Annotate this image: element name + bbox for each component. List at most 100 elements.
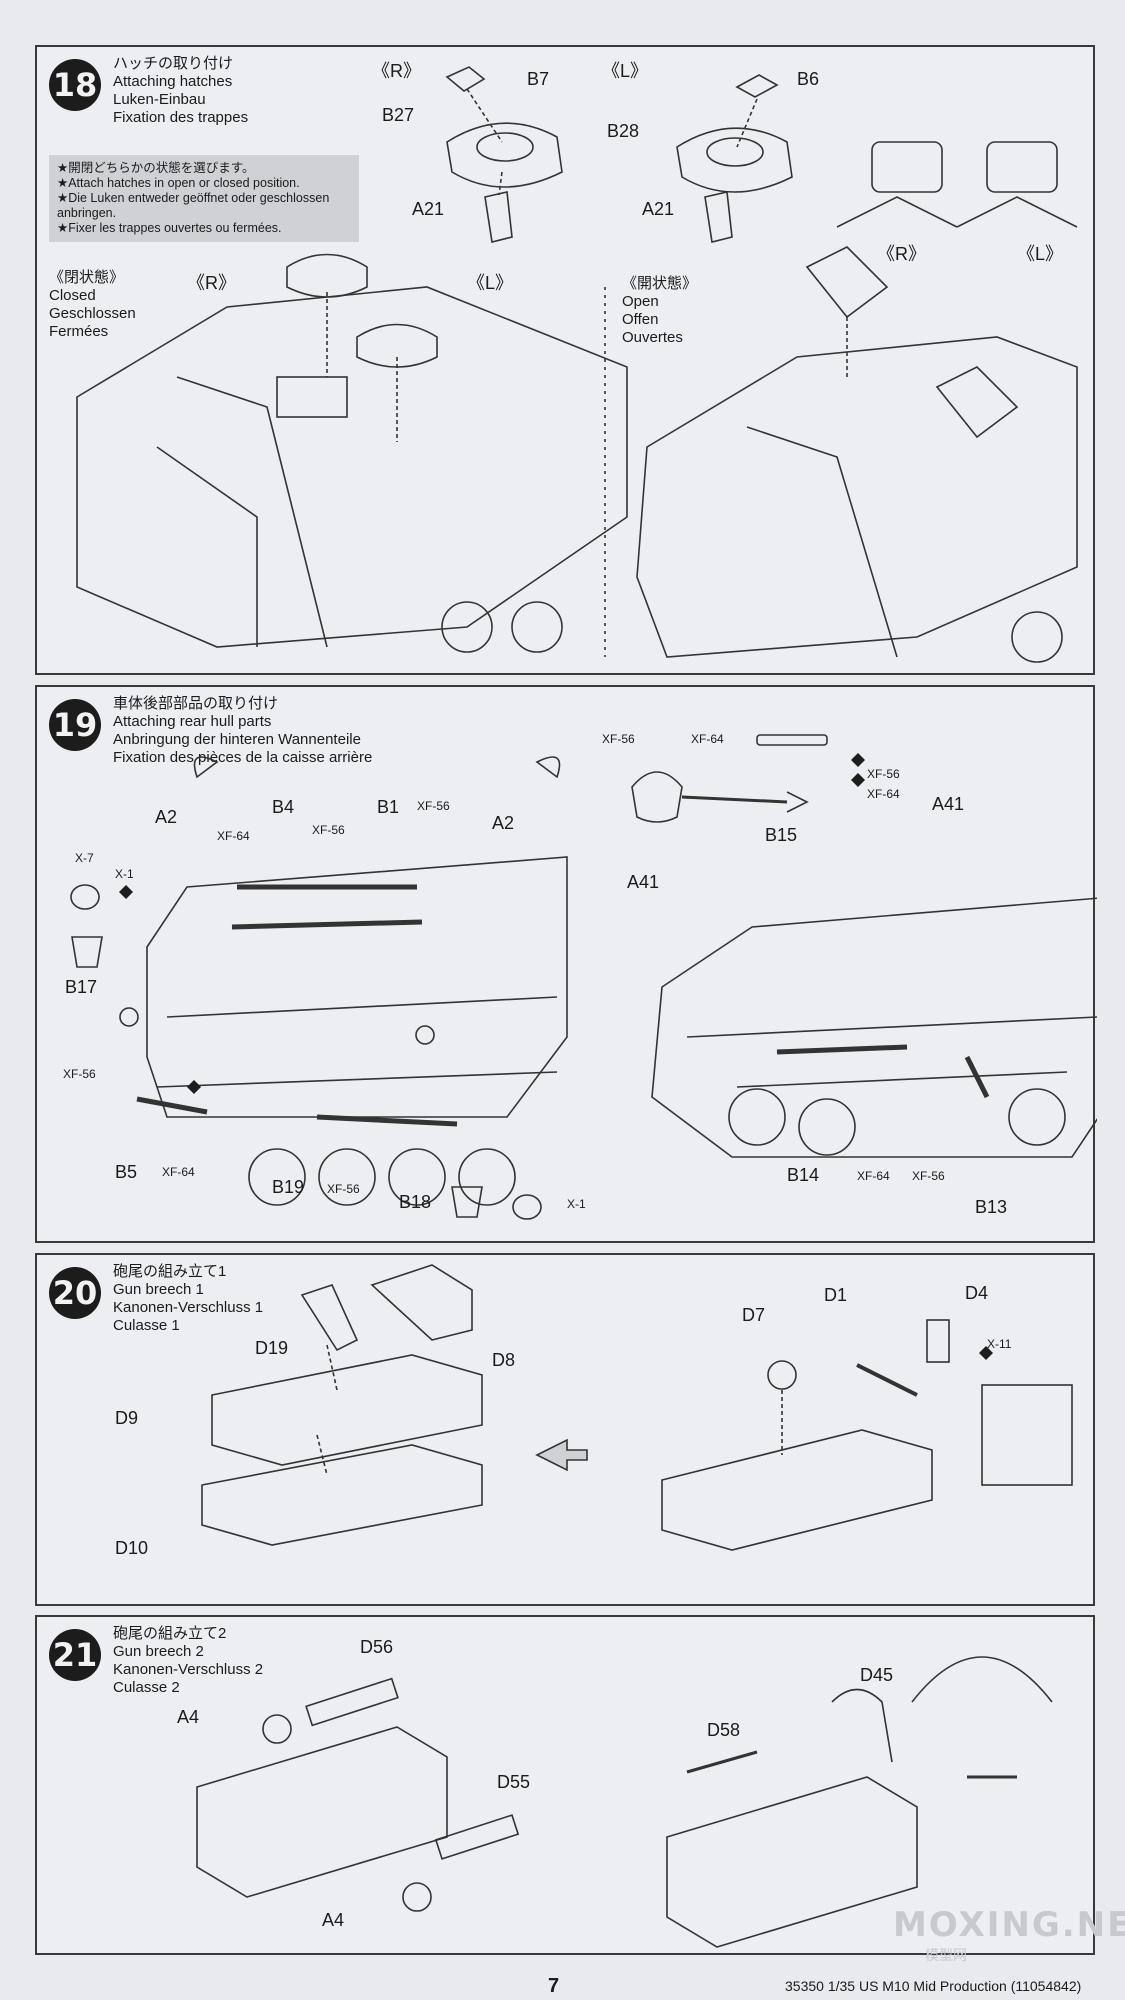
part-shovel-shape bbox=[631, 771, 683, 823]
paint-xf64-b: XF-64 bbox=[162, 1165, 195, 1179]
step-titles: 車体後部部品の取り付け Attaching rear hull parts An… bbox=[113, 695, 372, 767]
part-d9-shape bbox=[211, 1354, 483, 1466]
title-jp: ハッチの取り付け bbox=[113, 55, 234, 72]
label-b14: B14 bbox=[787, 1165, 820, 1185]
part-b19-rod bbox=[316, 1114, 458, 1127]
note-fr: ★Fixer les trappes ouvertes ou fermées. bbox=[57, 221, 282, 235]
title-jp: 砲尾の組み立て1 bbox=[113, 1263, 227, 1280]
label-b4: B4 bbox=[272, 797, 295, 817]
paint-x1-a: X-1 bbox=[115, 867, 134, 881]
part-d56-shape bbox=[305, 1677, 399, 1727]
step-number: 21 bbox=[49, 1629, 101, 1681]
page-number: 7 bbox=[548, 1975, 560, 1997]
part-d10-shape bbox=[201, 1444, 483, 1546]
label-l-open: 《L》 bbox=[1017, 244, 1064, 264]
part-b7-shape bbox=[445, 66, 486, 92]
step-18-illustration bbox=[76, 66, 1078, 663]
label-a4-top: A4 bbox=[177, 1707, 200, 1727]
part-b14-rod bbox=[776, 1044, 908, 1055]
step-titles: 砲尾の組み立て2 Gun breech 2 Kanonen-Verschluss… bbox=[113, 1625, 263, 1697]
title-de: Kanonen-Verschluss 1 bbox=[113, 1299, 264, 1316]
label-b18: B18 bbox=[399, 1192, 432, 1212]
title-en: Attaching hatches bbox=[113, 73, 233, 90]
paint-x1-b: X-1 bbox=[567, 1197, 586, 1211]
label-l-top: 《L》 bbox=[602, 61, 649, 81]
label-r-top: 《R》 bbox=[372, 61, 421, 81]
part-a4-top-shape bbox=[262, 1714, 292, 1744]
label-d1: D1 bbox=[824, 1285, 848, 1305]
part-d4-shape bbox=[926, 1319, 950, 1363]
part-b1-rod bbox=[231, 919, 423, 930]
part-a4-bottom-shape bbox=[402, 1882, 432, 1912]
paint-xf56-c: XF-56 bbox=[63, 1067, 96, 1081]
part-d7-shape bbox=[767, 1360, 797, 1390]
step-titles: 砲尾の組み立て1 Gun breech 1 Kanonen-Verschluss… bbox=[113, 1263, 263, 1335]
label-l-closed: 《L》 bbox=[467, 273, 514, 293]
part-a21-shape bbox=[484, 191, 513, 243]
step-19-panel: 19 車体後部部品の取り付け Attaching rear hull parts… bbox=[35, 685, 1097, 1243]
part-d55-shape bbox=[434, 1814, 520, 1860]
label-b7: B7 bbox=[527, 69, 550, 89]
paint-x7: X-7 bbox=[75, 851, 94, 865]
paint-xf56-a: XF-56 bbox=[417, 799, 450, 813]
label-a21-r: A21 bbox=[412, 199, 445, 219]
step-19-illustration bbox=[70, 734, 1097, 1220]
part-d1-shape bbox=[856, 1363, 918, 1397]
paint-xf56-f: XF-56 bbox=[867, 767, 900, 781]
label-b5: B5 bbox=[115, 1162, 138, 1182]
hull-open-shape bbox=[636, 336, 1078, 658]
label-a2-right: A2 bbox=[492, 813, 515, 833]
label-a2-left: A2 bbox=[155, 807, 178, 827]
title-fr: Culasse 1 bbox=[113, 1317, 180, 1334]
part-b13-antenna bbox=[964, 1055, 990, 1099]
part-b27-shape bbox=[446, 122, 563, 188]
label-r-closed: 《R》 bbox=[187, 273, 236, 293]
paint-xf56-e: XF-56 bbox=[602, 732, 635, 746]
part-b5-rod bbox=[136, 1096, 208, 1115]
label-r-open: 《R》 bbox=[877, 244, 926, 264]
part-d45-shape bbox=[831, 1688, 893, 1763]
paint-x11: X-11 bbox=[987, 1337, 1012, 1351]
product-code: 35350 1/35 US M10 Mid Production (110548… bbox=[785, 1978, 1082, 1994]
watermark-sub: 模型网 bbox=[925, 1947, 967, 1963]
label-d10: D10 bbox=[115, 1538, 149, 1558]
title-en: Gun breech 2 bbox=[113, 1643, 204, 1660]
label-a21-l: A21 bbox=[642, 199, 675, 219]
label-b17: B17 bbox=[65, 977, 98, 997]
rear-hull-left-shape bbox=[146, 856, 568, 1118]
title-de: Anbringung der hinteren Wannenteile bbox=[113, 731, 361, 748]
part-d58-shape bbox=[686, 1750, 758, 1774]
step-20-panel: 20 砲尾の組み立て1 Gun breech 1 Kanonen-Verschl… bbox=[35, 1253, 1095, 1606]
title-jp: 砲尾の組み立て2 bbox=[113, 1625, 227, 1642]
title-fr: Fixation des pièces de la caisse arrière bbox=[113, 749, 373, 766]
label-d4: D4 bbox=[965, 1283, 989, 1303]
title-jp: 車体後部部品の取り付け bbox=[113, 695, 279, 712]
label-d9: D9 bbox=[115, 1408, 139, 1428]
label-a4-bottom: A4 bbox=[322, 1910, 345, 1930]
paint-xf64-d: XF-64 bbox=[867, 787, 900, 801]
label-d45: D45 bbox=[860, 1665, 894, 1685]
paint-xf64-e: XF-64 bbox=[857, 1169, 890, 1183]
breech-stage2-left-shape bbox=[196, 1726, 448, 1898]
part-d19-shape bbox=[300, 1284, 359, 1352]
step-titles: ハッチの取り付け Attaching hatches Luken-Einbau … bbox=[113, 55, 248, 127]
paint-xf64-c: XF-64 bbox=[691, 732, 724, 746]
step-20-illustration bbox=[201, 1264, 1073, 1551]
rear-hull-right-shape bbox=[651, 897, 1097, 1158]
part-d8-shape bbox=[370, 1264, 473, 1341]
step-number: 18 bbox=[49, 59, 101, 111]
label-b27: B27 bbox=[382, 105, 415, 125]
step-18-panel: 18 ハッチの取り付け Attaching hatches Luken-Einb… bbox=[35, 45, 1095, 675]
label-b28: B28 bbox=[607, 121, 640, 141]
hull-closed-shape bbox=[76, 286, 628, 648]
title-en: Attaching rear hull parts bbox=[113, 713, 272, 730]
label-b13: B13 bbox=[975, 1197, 1008, 1217]
label-d7: D7 bbox=[742, 1305, 766, 1325]
label-a41-right: A41 bbox=[932, 794, 965, 814]
label-d56: D56 bbox=[360, 1637, 394, 1657]
note-jp: ★開閉どちらかの状態を選びます。 bbox=[57, 161, 255, 175]
label-a41-left: A41 bbox=[627, 872, 660, 892]
label-d55: D55 bbox=[497, 1772, 531, 1792]
